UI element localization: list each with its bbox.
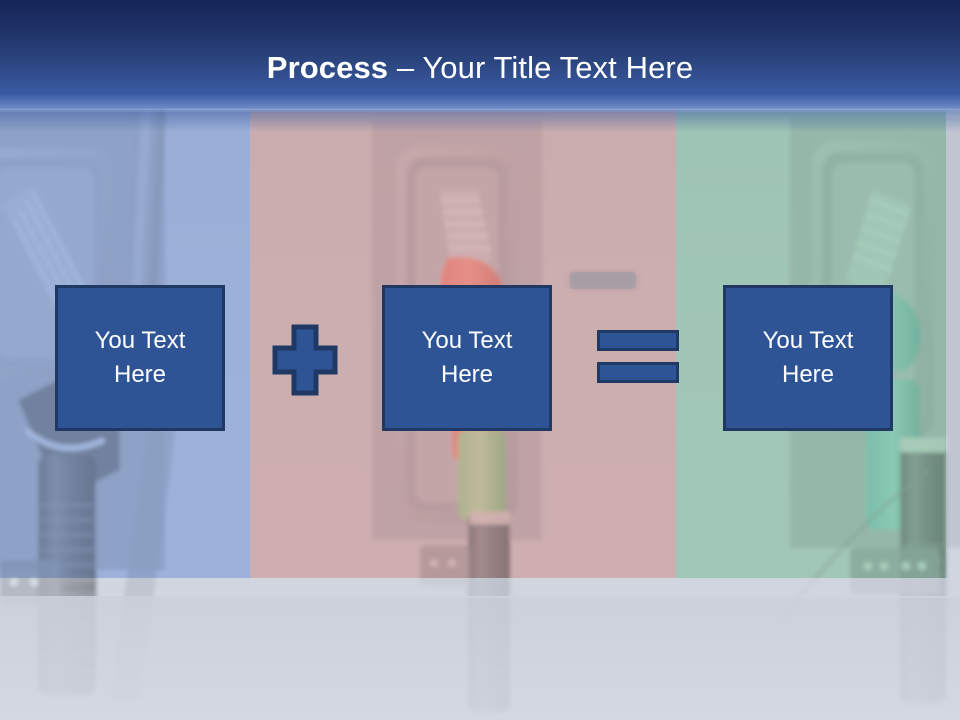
equals-bar-top: [597, 330, 679, 351]
process-box-3-line1: You Text: [762, 327, 854, 354]
process-box-2[interactable]: You Text Here: [382, 285, 552, 431]
process-box-1-line1: You Text: [94, 327, 186, 354]
process-box-1-line2: Here: [113, 361, 167, 388]
equals-bar-bottom: [597, 362, 679, 383]
process-box-2-text: You Text Here: [416, 324, 519, 392]
process-box-1[interactable]: You Text Here: [55, 285, 225, 431]
process-box-2-line1: You Text: [421, 327, 513, 354]
title-bold-part: Process: [266, 50, 389, 85]
process-box-1-text: You Text Here: [89, 324, 192, 392]
equals-icon: [597, 330, 679, 384]
process-box-3-text: You Text Here: [757, 324, 860, 392]
plus-icon: [272, 324, 338, 396]
process-box-3[interactable]: You Text Here: [723, 285, 893, 431]
title-separator: –: [388, 50, 423, 85]
process-box-3-line2: Here: [781, 361, 835, 388]
pump-display-tag: [570, 272, 636, 289]
title-bar: Process – Your Title Text Here: [0, 0, 960, 112]
process-box-2-line2: Here: [440, 361, 494, 388]
title-rest-part: Your Title Text Here: [422, 50, 694, 85]
page-title: Process – Your Title Text Here: [0, 49, 960, 87]
